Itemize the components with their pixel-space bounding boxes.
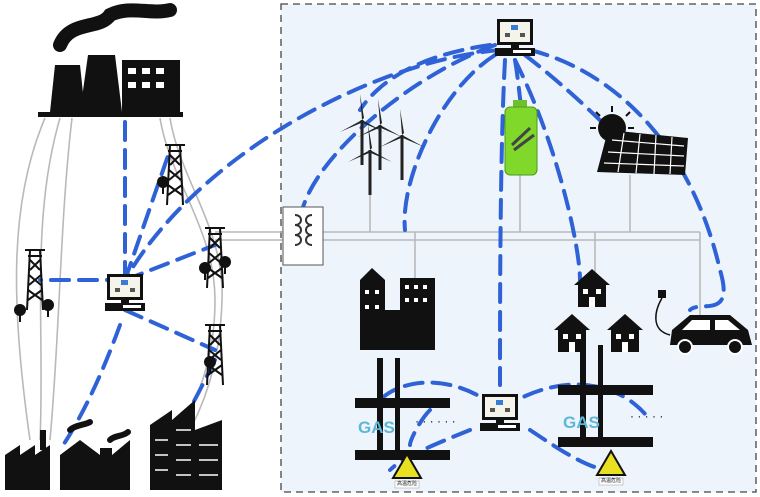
gas-label: GAS <box>358 418 395 437</box>
communication-lines <box>38 43 726 472</box>
transformer-icon <box>282 206 324 266</box>
battery-icon <box>504 100 538 176</box>
electric-car-icon <box>655 290 752 355</box>
svg-text:· · · · ·: · · · · · <box>630 409 663 423</box>
solar-panel-icon <box>597 130 688 175</box>
gas-station-icon: GAS · · · · · · <box>355 358 456 460</box>
gas-station-icon: GAS · · · · · <box>558 345 663 447</box>
svg-text:· · · · · ·: · · · · · · <box>415 414 456 428</box>
computer-icon <box>105 274 145 311</box>
skyscraper-icon <box>150 400 222 490</box>
computer-icon <box>495 19 535 56</box>
warning-sign-icon: 高温危险 高温危险 <box>392 450 626 489</box>
svg-text:高温危险: 高温危险 <box>397 480 417 487</box>
gas-label: GAS <box>563 413 600 432</box>
power-plant-icon <box>38 3 183 117</box>
svg-text:高温危险: 高温危险 <box>601 477 621 484</box>
microgrid-boundary <box>280 3 757 493</box>
factory-icon <box>5 419 131 490</box>
computer-icon <box>480 394 520 431</box>
building-icon <box>360 268 435 350</box>
